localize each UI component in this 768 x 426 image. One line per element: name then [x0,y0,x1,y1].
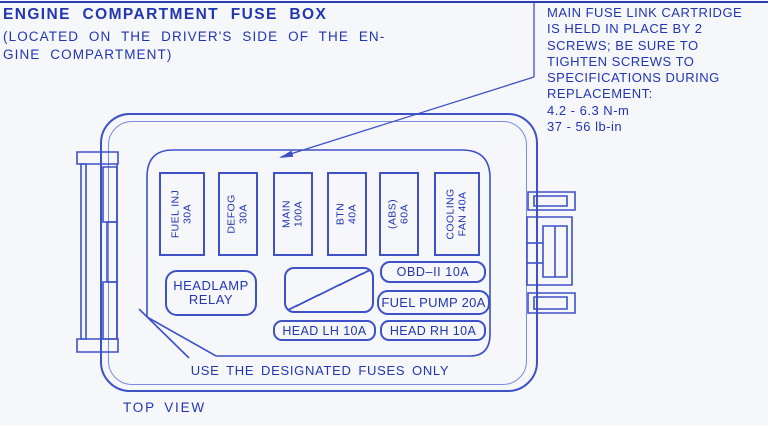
left-bracket-clip-top [103,167,117,222]
subtitle-line1: (LOCATED ON THE DRIVER'S SIDE OF THE EN- [3,29,386,44]
fuse-fuel-inj: FUEL INJ 30A [159,172,205,256]
fuse-name: COOLING [444,188,457,240]
headlamp-relay-label: HEADLAMP RELAY [173,279,249,307]
fuse-rating: FAN 40A [456,191,468,237]
inner-compartment-chamfer-line [139,309,189,358]
cartridge-top-screw-slot [534,196,567,206]
fuse-label: MAIN 100A [280,174,305,254]
fuse-btn: BTN 40A [327,172,367,256]
fuse-rating: 30A [237,204,249,224]
left-bracket-plate [81,164,86,339]
note-line-torque-nm: 4.2 - 6.3 N-m [547,102,630,118]
fuse-name: DEFOG [225,194,238,234]
top-view-label: TOP VIEW [123,400,206,415]
fuse-name: (ABS) [386,199,399,230]
fuse-name: BTN [334,202,347,226]
designated-fuses-warning: USE THE DESIGNATED FUSES ONLY [190,363,450,378]
relay-label-line2: RELAY [188,292,234,307]
note-line: REPLACEMENT: [547,86,653,102]
top-rule [0,1,768,3]
note-line: SPECIFICATIONS DURING [547,70,720,86]
fuse-head-rh-box: HEAD RH 10A [380,320,486,341]
fuse-cooling-fan: COOLING FAN 40A [434,172,480,256]
note-arrowhead [279,150,294,158]
left-bracket-clip-bottom [103,282,117,339]
relay-label-line1: HEADLAMP [173,278,249,293]
cartridge-body [527,217,572,285]
cartridge-bottom-screw-slot [534,297,567,309]
cartridge-bottom-screw-tab [528,293,575,313]
note-line: SCREWS; BE SURE TO [547,37,699,53]
note-line: IS HELD IN PLACE BY 2 [547,21,703,37]
fuse-head-lh-box: HEAD LH 10A [273,320,376,341]
main-fuse-link-note: MAIN FUSE LINK CARTRIDGE IS HELD IN PLAC… [547,5,765,135]
left-bracket-bottom-tab [77,339,118,352]
note-line: MAIN FUSE LINK CARTRIDGE [547,5,743,20]
fuse-obd-ii-box: OBD–II 10A [380,261,486,283]
fuse-rating: 100A [292,200,304,228]
cartridge-top-screw-tab [528,192,575,210]
fuse-label: FUEL INJ 30A [169,174,194,254]
note-line-torque-lbin: 37 - 56 lb-in [547,119,623,135]
fuse-rating: 30A [181,204,193,224]
note-line: TIGHTEN SCREWS TO [547,53,695,69]
fuse-label: DEFOG 30A [225,174,250,254]
fuse-name: FUEL INJ [169,189,182,239]
page-title: ENGINE COMPARTMENT FUSE BOX [3,6,328,23]
fuse-label: BTN 40A [334,174,359,254]
note-arrow-line [281,77,534,157]
fuse-box-outer-casing [100,113,538,392]
left-bracket-clip-mid [107,222,117,282]
fuse-defog: DEFOG 30A [218,172,258,256]
inner-compartment-outline [147,150,490,356]
left-bracket-top-tab [77,152,118,164]
fuse-rating: 40A [346,204,358,224]
fuse-name: MAIN [280,200,293,228]
empty-slot-box [284,267,374,313]
fuse-rating: 60A [398,204,410,224]
fuse-label: (ABS) 60A [386,174,411,254]
headlamp-relay-box: HEADLAMP RELAY [165,270,257,316]
fuse-fuel-pump-box: FUEL PUMP 20A [377,290,490,315]
fuse-label: COOLING FAN 40A [444,174,469,254]
subtitle-line2: GINE COMPARTMENT) [3,47,173,62]
fuse-main: MAIN 100A [273,172,313,256]
fuse-abs: (ABS) 60A [379,172,419,256]
